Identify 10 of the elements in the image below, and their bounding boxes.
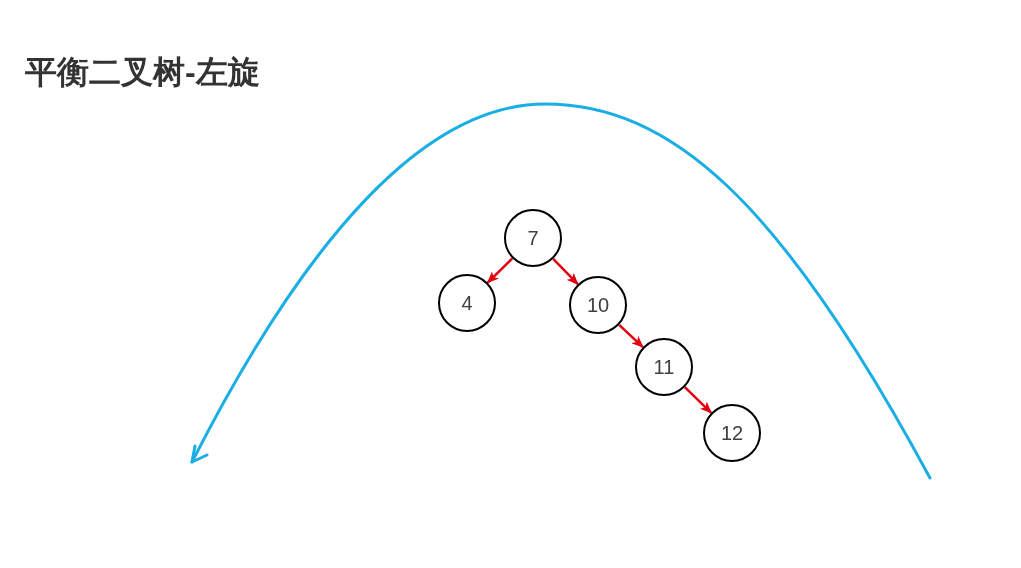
arrow xyxy=(552,257,579,286)
arrow xyxy=(683,386,713,414)
node-value: 7 xyxy=(527,228,539,248)
node-value: 11 xyxy=(653,357,675,377)
node-value: 10 xyxy=(586,295,610,315)
node-value: 12 xyxy=(720,423,744,443)
arrow xyxy=(486,257,514,284)
arrow xyxy=(618,323,644,349)
title: 平衡二叉树-左旋 xyxy=(25,53,260,92)
node-value: 4 xyxy=(461,293,473,313)
